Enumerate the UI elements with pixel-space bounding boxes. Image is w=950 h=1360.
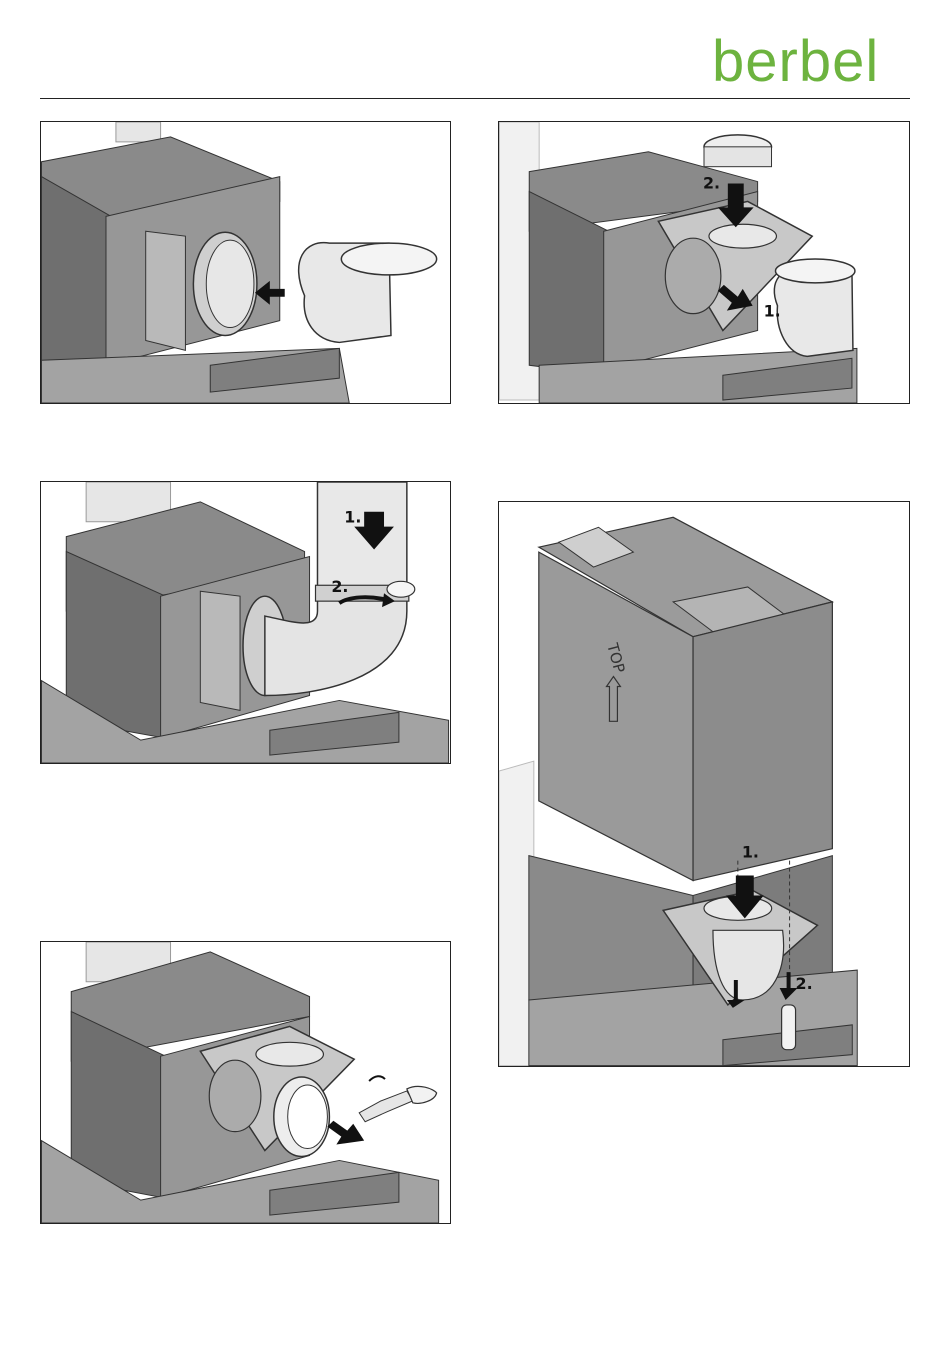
illustration-mount-module: TOP 1. 2. [499, 502, 909, 1066]
step-label: 1. [344, 508, 361, 527]
berbel-logo: berbel [712, 30, 912, 94]
figure-screw-flange [40, 941, 451, 1224]
illustration-insert-pipes: 2. 1. [499, 122, 909, 403]
step-label: 2. [796, 974, 813, 993]
figure-tape-joint: 1. 2. [40, 481, 451, 764]
figure-mount-module: TOP 1. 2. [498, 501, 910, 1067]
figure-connect-elbow [40, 121, 451, 404]
step-label: 1. [764, 302, 781, 321]
step-label: 2. [331, 577, 348, 596]
header-rule [40, 98, 910, 99]
step-label: 1. [742, 843, 759, 862]
illustration-connect-elbow [41, 122, 450, 403]
figure-insert-pipes: 2. 1. [498, 121, 910, 404]
step-label: 2. [703, 174, 720, 193]
illustration-tape-joint: 1. 2. [41, 482, 450, 763]
illustration-screw-flange [41, 942, 450, 1223]
